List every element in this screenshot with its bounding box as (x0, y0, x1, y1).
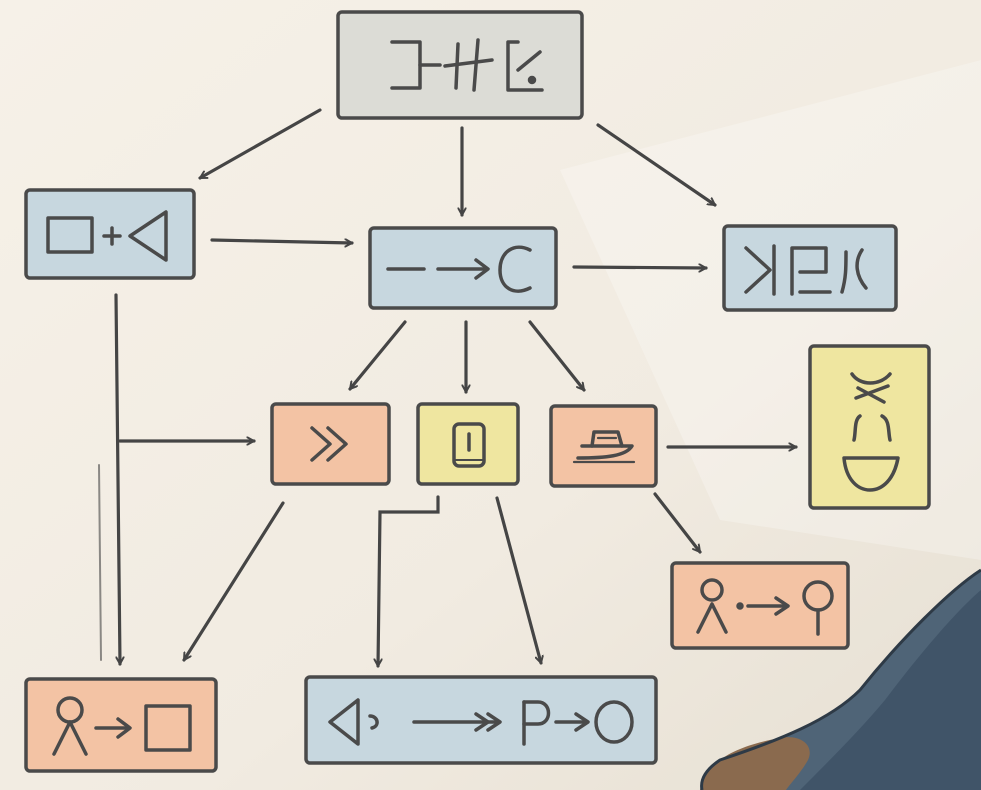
edge-top-to-left (198, 108, 322, 180)
plus-glyph (102, 226, 122, 246)
double-chevron-glyph (310, 426, 348, 462)
hook-e-glyph (506, 40, 544, 92)
edges (98, 108, 798, 668)
arrow-glyph (736, 596, 790, 616)
edge-center-to-boat (528, 320, 586, 392)
c-glyph (498, 245, 532, 293)
edge-device-to-sequence-right (495, 496, 541, 665)
arrow-glyph (368, 712, 502, 732)
edge-boat-to-person-key (653, 492, 702, 554)
node-top (336, 10, 584, 120)
person-shoulder (700, 568, 981, 790)
arrow-glyph (94, 717, 132, 739)
edge-left-faint-vertical (98, 464, 102, 661)
person-glyph (52, 696, 88, 756)
edge-center-to-chevron (348, 320, 407, 391)
node-sequence (304, 675, 658, 765)
square-glyph (46, 216, 94, 254)
script-glyph (840, 248, 868, 294)
node-left (24, 188, 196, 280)
edge-left-vertical (114, 293, 120, 666)
cross-glyph (443, 38, 494, 92)
edge-device-to-sequence-left (378, 495, 440, 668)
key-glyph (802, 580, 834, 636)
node-right (722, 224, 898, 312)
bracket-glyph (390, 40, 442, 90)
triangle-glyph (328, 698, 360, 746)
edge-top-to-right (596, 123, 717, 207)
device-glyph (452, 422, 486, 468)
node-center (368, 226, 558, 310)
node-person-key (670, 561, 850, 650)
node-boat (549, 404, 658, 488)
node-chevron (270, 402, 391, 486)
triangle-glyph (128, 210, 168, 262)
node-face (808, 344, 931, 510)
face-glyph (842, 372, 900, 492)
edge-left-to-center (210, 240, 354, 243)
arrow-glyph (554, 712, 590, 732)
boat-glyph (572, 430, 636, 464)
node-person-box (24, 677, 218, 773)
dash-arrow-glyph (386, 258, 490, 280)
circle-glyph (594, 700, 634, 744)
e-glyph (790, 246, 832, 296)
k-glyph (744, 244, 776, 296)
node-device (416, 402, 520, 486)
p-glyph (522, 700, 551, 746)
square-glyph (144, 704, 192, 752)
edge-center-to-right (572, 267, 708, 268)
edge-chevron-to-person-box (182, 501, 285, 662)
person-glyph (696, 578, 728, 634)
